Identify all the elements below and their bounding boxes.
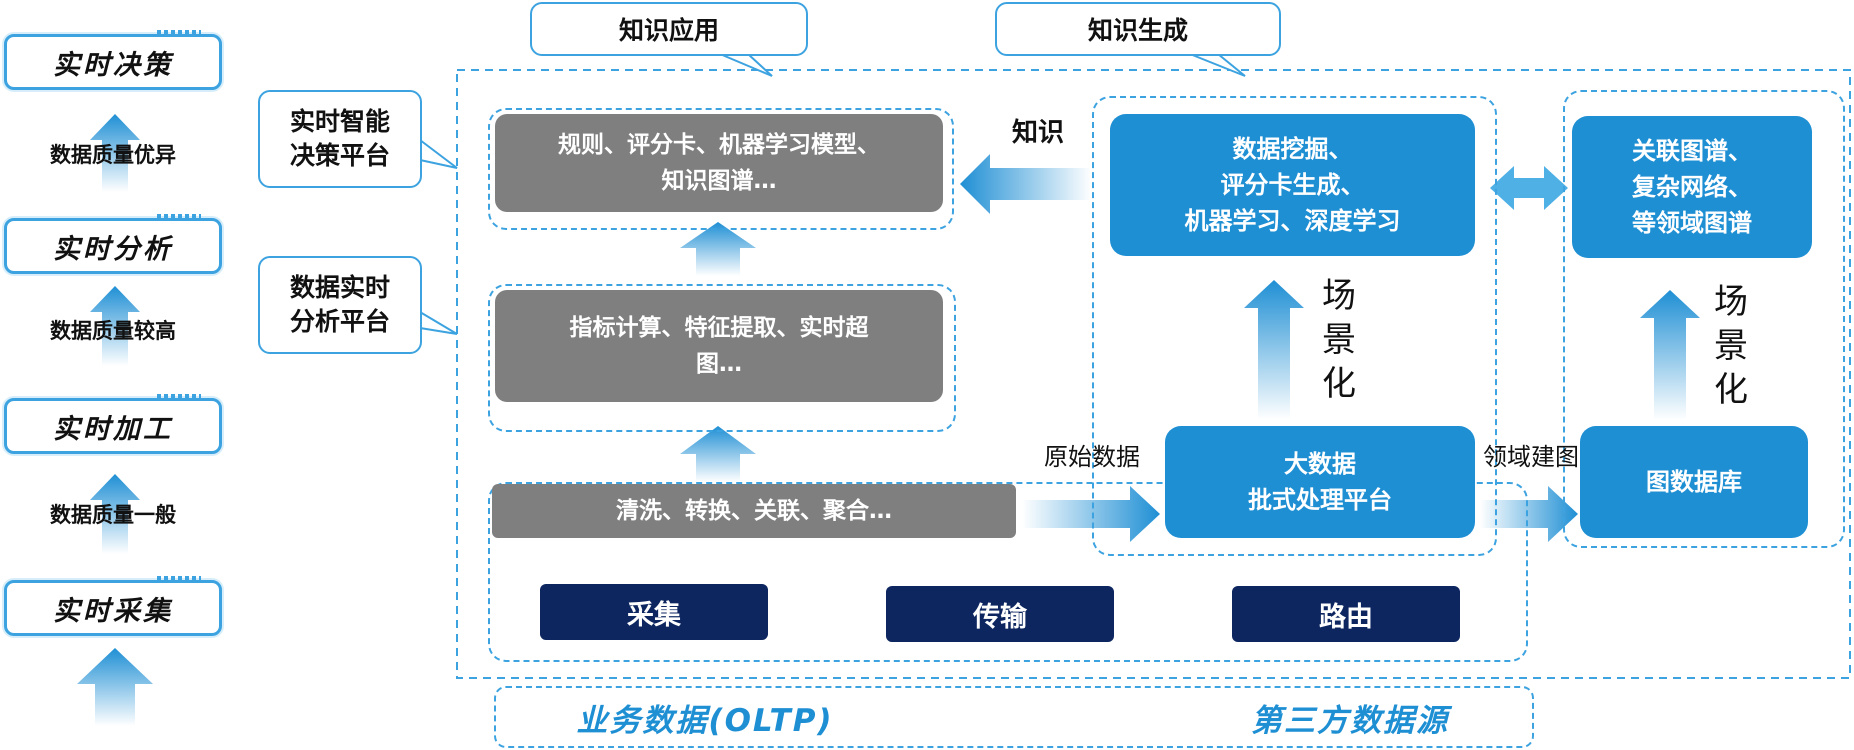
up-arrow-icon	[1640, 290, 1700, 420]
stage-label: 实时决策	[53, 49, 173, 81]
decision-platform-label: 实时智能 决策平台	[289, 107, 390, 170]
data-mining-text: 数据挖掘、 评分卡生成、 机器学习、深度学习	[1184, 135, 1401, 235]
stage-decoration	[157, 576, 201, 582]
up-arrow-icon	[680, 426, 756, 482]
stage-decoration	[157, 214, 201, 220]
up-arrow-icon	[1244, 280, 1304, 420]
graph-database-text: 图数据库	[1646, 468, 1742, 496]
metrics-group	[488, 284, 956, 432]
quality-excellent: 数据质量优异	[50, 143, 176, 167]
batch-platform-box: 大数据 批式处理平台	[1165, 426, 1475, 538]
stage-label: 实时分析	[53, 233, 173, 265]
third-party-source: 第三方数据源	[1251, 702, 1449, 739]
generation-group	[1092, 96, 1497, 556]
cleaning-text: 清洗、转换、关联、聚合…	[616, 498, 892, 524]
quality-high: 数据质量较高	[50, 319, 176, 343]
up-arrow-icon	[77, 648, 153, 726]
route-text: 路由	[1319, 601, 1373, 633]
stage-realtime-collection: 实时采集	[4, 576, 222, 636]
raw-data-label: 原始数据	[1044, 442, 1140, 471]
scene-label-right: 场 景 化	[1714, 282, 1748, 410]
transmit-box: 传输	[886, 586, 1114, 642]
stage-realtime-analysis: 实时分析	[4, 214, 222, 274]
data-mining-box: 数据挖掘、 评分卡生成、 机器学习、深度学习	[1110, 114, 1475, 256]
sources-group	[494, 686, 1534, 748]
knowledge-label: 知识	[1011, 117, 1064, 148]
route-box: 路由	[1232, 586, 1460, 642]
tab-knowledge-application: 知识应用	[530, 2, 808, 56]
up-arrow-icon	[680, 222, 756, 276]
left-arrow-icon	[960, 154, 1092, 214]
stage-label: 实时加工	[53, 413, 173, 445]
tab-label: 知识应用	[618, 16, 719, 45]
system-frame	[456, 69, 1851, 679]
up-arrow-icon	[90, 474, 140, 554]
batch-platform-text: 大数据 批式处理平台	[1248, 450, 1392, 514]
analysis-platform-label: 数据实时 分析平台	[289, 273, 390, 336]
collect-box: 采集	[540, 584, 768, 640]
callout-tail	[419, 311, 458, 335]
metrics-box: 指标计算、特征提取、实时超 图…	[495, 290, 943, 402]
up-arrow-icon	[90, 286, 140, 366]
analysis-platform-callout: 数据实时 分析平台	[258, 256, 422, 354]
callout-tail	[1189, 53, 1246, 77]
stage-label: 实时采集	[53, 595, 173, 627]
quality-normal: 数据质量一般	[50, 503, 176, 527]
callout-tail	[419, 139, 458, 169]
double-arrow-icon	[1490, 166, 1568, 210]
cleaning-box: 清洗、转换、关联、聚合…	[492, 484, 1016, 538]
tab-label: 知识生成	[1087, 16, 1188, 45]
right-arrow-icon	[1480, 486, 1578, 542]
rules-group	[488, 108, 954, 230]
graph-group	[1563, 90, 1845, 548]
stage-decoration	[157, 394, 201, 400]
transmit-text: 传输	[973, 601, 1027, 633]
graph-types-box: 关联图谱、 复杂网络、 等领域图谱	[1572, 116, 1812, 258]
callout-tail	[719, 53, 773, 77]
stage-realtime-processing: 实时加工	[4, 394, 222, 454]
business-data-source: 业务数据(OLTP)	[576, 702, 834, 739]
up-arrow-icon	[90, 114, 140, 192]
tab-knowledge-generation: 知识生成	[995, 2, 1281, 56]
rules-text: 规则、评分卡、机器学习模型、 知识图谱…	[558, 132, 880, 194]
stage-decoration	[157, 30, 201, 36]
decision-platform-callout: 实时智能 决策平台	[258, 90, 422, 188]
metrics-text: 指标计算、特征提取、实时超 图…	[569, 315, 869, 377]
collection-group	[488, 482, 1528, 662]
rules-box: 规则、评分卡、机器学习模型、 知识图谱…	[495, 114, 943, 212]
domain-graph-label: 领域建图	[1483, 442, 1579, 471]
right-arrow-icon	[1022, 486, 1160, 542]
collect-text: 采集	[627, 599, 681, 631]
scene-label-left: 场 景 化	[1322, 276, 1356, 404]
graph-database-box: 图数据库	[1580, 426, 1808, 538]
stage-realtime-decision: 实时决策	[4, 30, 222, 90]
graph-types-text: 关联图谱、 复杂网络、 等领域图谱	[1632, 137, 1752, 237]
